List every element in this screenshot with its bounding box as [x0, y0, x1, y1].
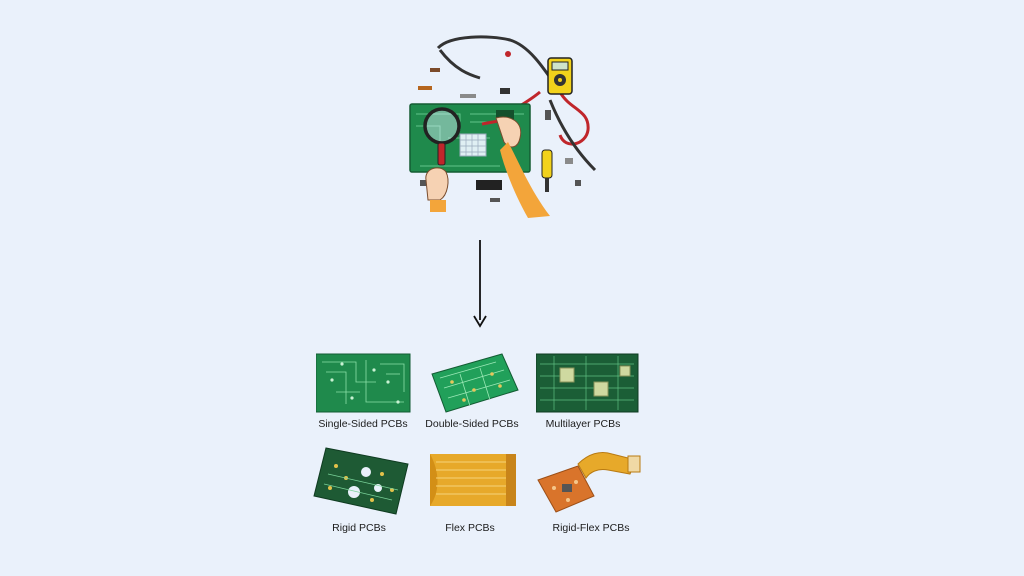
rigid-flex-pcb-image [532, 444, 642, 534]
rigid-flex-pcb-label: Rigid-Flex PCBs [552, 522, 630, 534]
multilayer-pcb-image [536, 352, 646, 442]
rigid-pcb-label: Rigid PCBs [332, 522, 386, 534]
flex-pcb-image [428, 452, 538, 542]
rigid-pcb-image [312, 444, 422, 534]
multilayer-pcb-label: Multilayer PCBs [545, 418, 621, 430]
pcb-repair-illustration [400, 30, 620, 230]
single-sided-pcb-image [316, 352, 426, 442]
flex-pcb-label: Flex PCBs [445, 522, 495, 534]
single-sided-pcb-label: Single-Sided PCBs [318, 418, 408, 430]
double-sided-pcb-label: Double-Sided PCBs [425, 418, 519, 430]
down-arrow-icon [468, 236, 492, 332]
double-sided-pcb-image [430, 352, 540, 442]
